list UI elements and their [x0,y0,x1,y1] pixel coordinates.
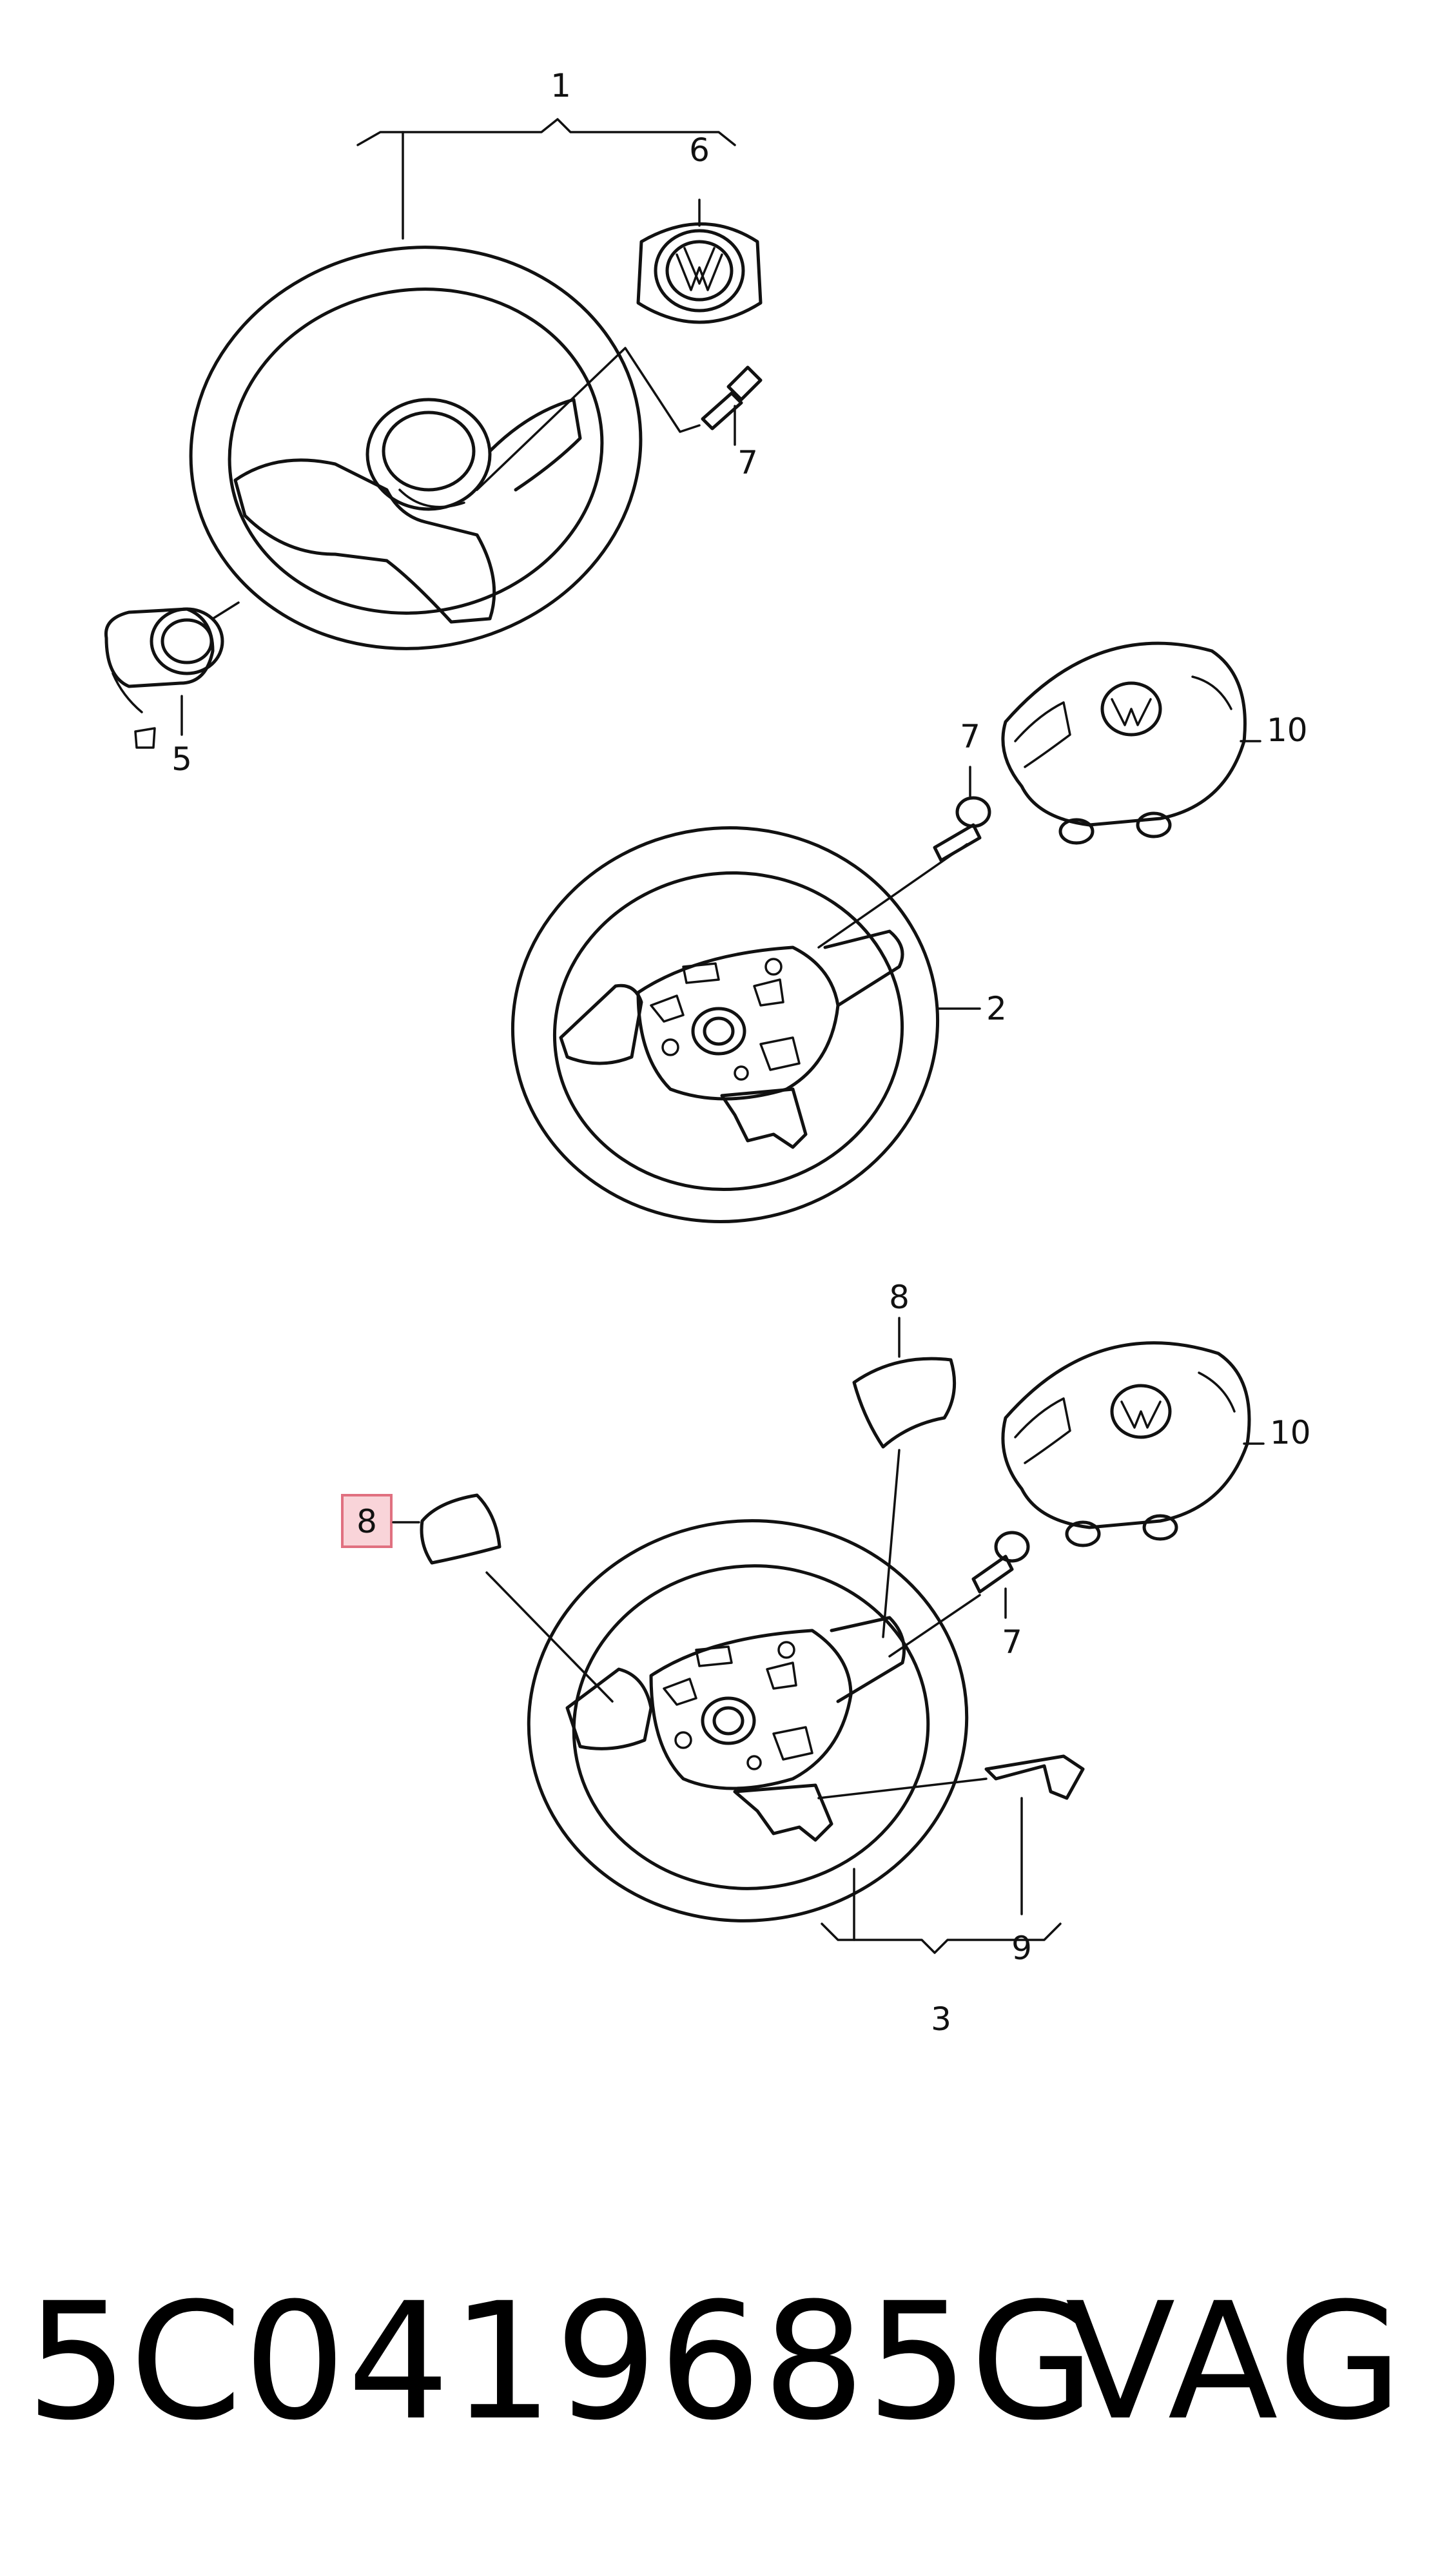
callout-10-bottom: 10 [1270,1414,1311,1451]
callout-10-middle: 10 [1267,712,1308,749]
callout-2: 2 [986,990,1007,1027]
highlight-box [341,1494,393,1548]
callout-3: 3 [931,2000,951,2038]
steering-wheel-1 [189,118,736,650]
callout-1: 1 [550,67,571,104]
airbag-10-middle [1001,641,1261,845]
callout-7-middle: 7 [960,718,980,755]
airbag-10-bottom [1001,1341,1265,1547]
brand-label: VAG [1065,2268,1405,2455]
callout-9: 9 [1011,1930,1032,1967]
steering-wheel-2 [511,826,981,1224]
part-number: 5C0419685G [26,2268,1096,2455]
horn-button-5 [104,601,240,749]
callout-7-bottom: 7 [1002,1623,1022,1661]
horn-cap-6 [636,199,763,324]
bolt-7-middle [817,766,991,949]
bolt-7-top [701,365,763,446]
steering-wheel-3 [527,1519,988,1922]
callout-8-top: 8 [889,1279,910,1316]
callout-8-left: 8 [356,1503,377,1540]
trim-cover-8-top [852,1317,957,1638]
callout-6: 6 [689,131,710,169]
callout-7-top: 7 [737,444,758,481]
trim-9 [984,1754,1085,1915]
callout-5: 5 [171,741,192,778]
footer: 5C0419685G VAG [26,2275,1405,2449]
trim-cover-8-left [420,1493,614,1703]
